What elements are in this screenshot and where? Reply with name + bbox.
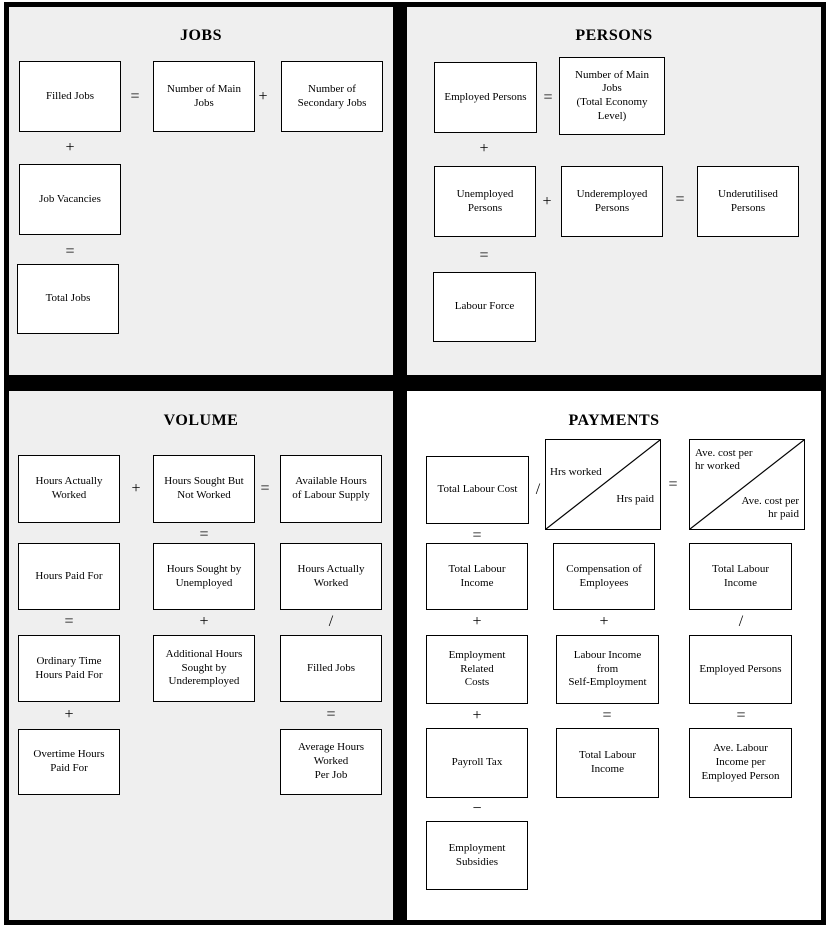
operator-equals: = — [543, 89, 553, 106]
quadrant-payments: PAYMENTS Total Labour Cost / Hrs worked … — [407, 391, 821, 920]
box-total-labour-income-2: Total Labour Income — [689, 543, 792, 610]
quadrant-title-volume: VOLUME — [163, 412, 239, 429]
box-total-jobs: Total Jobs — [17, 264, 119, 334]
box-hours-actually-worked-2: Hours Actually Worked — [280, 543, 382, 610]
box-job-vacancies: Job Vacancies — [19, 164, 121, 235]
box-labour-force: Labour Force — [433, 272, 536, 342]
box-hours-sought-but-not-worked: Hours Sought But Not Worked — [153, 455, 255, 523]
box-total-labour-income-3: Total Labour Income — [556, 728, 659, 798]
quadrant-volume: VOLUME Hours Actually Worked + Hours Sou… — [9, 391, 393, 920]
operator-plus: + — [479, 140, 489, 157]
box-employment-subsidies: Employment Subsidies — [426, 821, 528, 890]
operator-plus: + — [599, 613, 609, 630]
operator-divide: / — [328, 613, 334, 630]
operator-divide: / — [535, 481, 541, 498]
box-employed-persons: Employed Persons — [434, 62, 537, 133]
box-underemployed-persons: Underemployed Persons — [561, 166, 663, 237]
operator-plus: + — [472, 613, 482, 630]
operator-plus: + — [131, 480, 141, 497]
box-number-of-secondary-jobs: Number of Secondary Jobs — [281, 61, 383, 132]
box-unemployed-persons: Unemployed Persons — [434, 166, 536, 237]
quadrant-title-payments: PAYMENTS — [568, 412, 660, 429]
operator-minus: − — [472, 800, 482, 817]
operator-equals: = — [668, 476, 678, 493]
operator-equals: = — [199, 526, 209, 543]
box-total-labour-cost: Total Labour Cost — [426, 456, 529, 524]
operator-divide: / — [738, 613, 744, 630]
diag-label-hrs-worked: Hrs worked — [550, 466, 602, 478]
box-hrs-worked-over-hrs-paid: Hrs worked Hrs paid — [545, 439, 661, 530]
diag-label-ave-cost-per-hr-worked: Ave. cost per hr worked — [695, 447, 753, 473]
operator-plus: + — [199, 613, 209, 630]
operator-plus: + — [472, 707, 482, 724]
quadrant-persons: PERSONS Employed Persons = Number of Mai… — [407, 7, 821, 375]
operator-equals: = — [260, 480, 270, 497]
diag-label-hrs-paid: Hrs paid — [616, 493, 654, 505]
box-number-of-main-jobs: Number of Main Jobs — [153, 61, 255, 132]
quadrant-jobs: JOBS Filled Jobs = Number of Main Jobs +… — [9, 7, 393, 375]
box-filled-jobs-volume: Filled Jobs — [280, 635, 382, 702]
operator-equals: = — [602, 707, 612, 724]
operator-equals: = — [479, 247, 489, 264]
operator-equals: = — [65, 243, 75, 260]
box-ave-labour-income-per-employed-person: Ave. Labour Income per Employed Person — [689, 728, 792, 798]
diagonal-line — [546, 440, 660, 529]
box-available-hours-of-labour-supply: Available Hours of Labour Supply — [280, 455, 382, 523]
box-employment-related-costs: Employment Related Costs — [426, 635, 528, 704]
box-average-hours-worked-per-job: Average Hours Worked Per Job — [280, 729, 382, 795]
box-ordinary-time-hours-paid-for: Ordinary Time Hours Paid For — [18, 635, 120, 702]
box-ave-cost-per-hr-worked-over-paid: Ave. cost per hr worked Ave. cost per hr… — [689, 439, 805, 530]
operator-plus: + — [64, 706, 74, 723]
operator-equals: = — [326, 706, 336, 723]
box-overtime-hours-paid-for: Overtime Hours Paid For — [18, 729, 120, 795]
operator-plus: + — [258, 88, 268, 105]
box-payroll-tax: Payroll Tax — [426, 728, 528, 798]
box-hours-paid-for: Hours Paid For — [18, 543, 120, 610]
box-hours-sought-by-unemployed: Hours Sought by Unemployed — [153, 543, 255, 610]
operator-equals: = — [64, 613, 74, 630]
box-hours-actually-worked: Hours Actually Worked — [18, 455, 120, 523]
box-compensation-of-employees: Compensation of Employees — [553, 543, 655, 610]
box-additional-hours-sought-by-underemployed: Additional Hours Sought by Underemployed — [153, 635, 255, 702]
box-number-of-main-jobs-total-economy: Number of Main Jobs (Total Economy Level… — [559, 57, 665, 135]
diagram-frame: JOBS Filled Jobs = Number of Main Jobs +… — [4, 2, 826, 925]
box-underutilised-persons: Underutilised Persons — [697, 166, 799, 237]
operator-equals: = — [130, 88, 140, 105]
diagonal-line — [690, 440, 804, 529]
box-labour-income-from-self-employment: Labour Income from Self-Employment — [556, 635, 659, 704]
quadrant-title-persons: PERSONS — [575, 27, 653, 44]
box-total-labour-income: Total Labour Income — [426, 543, 528, 610]
operator-plus: + — [65, 139, 75, 156]
diag-label-ave-cost-per-hr-paid: Ave. cost per hr paid — [741, 494, 799, 520]
box-filled-jobs: Filled Jobs — [19, 61, 121, 132]
quadrant-title-jobs: JOBS — [179, 27, 222, 44]
box-employed-persons-payments: Employed Persons — [689, 635, 792, 704]
operator-plus: + — [542, 193, 552, 210]
operator-equals: = — [675, 191, 685, 208]
operator-equals: = — [472, 527, 482, 544]
operator-equals: = — [736, 707, 746, 724]
